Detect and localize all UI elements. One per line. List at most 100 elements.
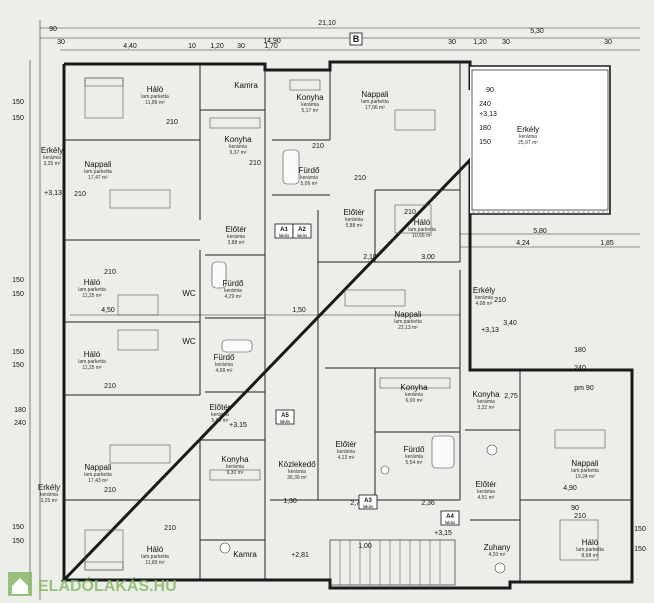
room-floor: kerámia xyxy=(477,399,495,405)
room-name: Előtér xyxy=(344,208,365,217)
room-label: Kamra xyxy=(233,550,257,559)
room-area: 11,25 m² xyxy=(82,365,102,371)
room-area: 11,25 m² xyxy=(82,293,102,299)
dimension-label: 210 xyxy=(104,487,116,494)
unit-sub: lakás xyxy=(445,520,456,525)
dimension-label: 180 xyxy=(574,347,586,354)
room-name: Erkély xyxy=(517,125,539,134)
room-area: 19,24 m² xyxy=(575,474,595,480)
room-area: 3,32 m² xyxy=(478,405,495,411)
dimension-label: 150 xyxy=(479,139,491,146)
dimension-label: 30 xyxy=(604,39,612,46)
room-name: Konyha xyxy=(221,455,249,464)
dimension-label: 1,50 xyxy=(292,307,306,314)
dimension-label: 1,85 xyxy=(600,240,614,247)
dimension-label: 150 xyxy=(12,291,24,298)
room-name: Előtér xyxy=(336,440,357,449)
dimension-label: 3,40 xyxy=(503,320,517,327)
room-name: Előtér xyxy=(226,225,247,234)
room-name: Háló xyxy=(414,218,431,227)
room-label: Kamra xyxy=(234,81,258,90)
room-floor: lam.parketta xyxy=(78,287,106,293)
room-area: 22,13 m² xyxy=(398,325,418,331)
room-floor: lam.parketta xyxy=(571,468,599,474)
room-name: Fürdő xyxy=(223,279,244,288)
interior-walls xyxy=(64,62,632,582)
dimension-label: 150 xyxy=(634,526,646,533)
room-name: Előtér xyxy=(210,403,231,412)
dimension-label: 4,50 xyxy=(101,307,115,314)
unit-code: A4 xyxy=(446,514,454,520)
room-area: 4,20 m² xyxy=(489,552,506,558)
dimension-label: 4,90 xyxy=(563,485,577,492)
room-area: 4,68 m² xyxy=(216,368,233,374)
dimension-label: 210 xyxy=(494,297,506,304)
dimension-label: 150 xyxy=(12,362,24,369)
room-floor: kerámia xyxy=(224,288,242,294)
unit-sub: lakás xyxy=(280,419,291,424)
room-name: Nappali xyxy=(394,310,421,319)
room-name: Háló xyxy=(84,278,101,287)
room-area: 10,66 m² xyxy=(412,233,432,239)
room-name: Fürdő xyxy=(404,445,425,454)
dimension-label: 1,20 xyxy=(473,39,487,46)
room-area: 5,54 m² xyxy=(406,460,423,466)
room-area: 5,17 m² xyxy=(302,108,319,114)
room-area: 11,89 m² xyxy=(145,560,165,566)
dimension-label: 5,80 xyxy=(533,228,547,235)
room-area: 4,08 m² xyxy=(476,301,493,307)
room-name: Konyha xyxy=(296,93,324,102)
unit-code: A3 xyxy=(364,498,372,504)
room-name: Konyha xyxy=(224,135,252,144)
dimension-label: 150 xyxy=(634,546,646,553)
dimension-label: 210 xyxy=(574,513,586,520)
dimension-label: 90 xyxy=(49,26,57,33)
room-floor: kerámia xyxy=(211,412,229,418)
furniture xyxy=(84,77,606,574)
svg-text:B: B xyxy=(353,34,360,44)
room-floor: kerámia xyxy=(229,144,247,150)
unit-code: A1 xyxy=(280,227,288,233)
room-floor: kerámia xyxy=(477,489,495,495)
dimension-label: 1,70 xyxy=(264,43,278,50)
dimension-label: 21,10 xyxy=(318,20,336,27)
room-name: WC xyxy=(182,289,196,298)
dimension-label: pm 90 xyxy=(574,385,594,392)
dimension-label: 14,90 xyxy=(263,38,281,45)
room-name: Háló xyxy=(147,85,164,94)
dimension-label: 3,00 xyxy=(421,254,435,261)
room-area: 11,89 m² xyxy=(145,100,165,106)
room-floor: kerámia xyxy=(227,234,245,240)
room-name: Erkély xyxy=(41,146,63,155)
dimension-label: 240 xyxy=(479,101,491,108)
room-floor: kerámia xyxy=(405,392,423,398)
dimension-label: 150 xyxy=(12,115,24,122)
dimension-label: 210 xyxy=(404,209,416,216)
dimension-label: 150 xyxy=(12,99,24,106)
dimension-label: 1,30 xyxy=(283,498,297,505)
dimension-label: 210 xyxy=(74,191,86,198)
room-floor: kerámia xyxy=(337,449,355,455)
dimension-label: 210 xyxy=(166,119,178,126)
room-floor: lam.parketta xyxy=(141,94,169,100)
